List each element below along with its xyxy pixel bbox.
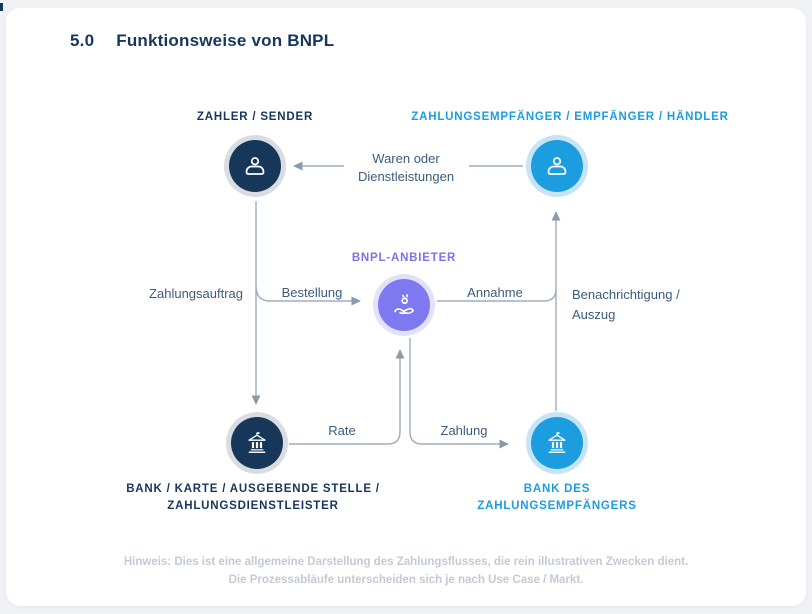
goods-flow-label-line2: Dienstleistungen <box>357 169 455 184</box>
footer-note: Hinweis: Dies ist eine allgemeine Darste… <box>6 553 806 589</box>
footer-note-line2: Die Prozessabläufe unterscheiden sich je… <box>228 574 584 586</box>
payer-node-label: ZAHLER / SENDER <box>196 111 314 123</box>
payee-bank-node-label: BANK DES ZAHLUNGSEMPFÄNGERS <box>407 481 707 515</box>
page-heading: 5.0 Funktionsweise von BNPL <box>70 31 334 51</box>
page-edge-artifact <box>0 3 3 11</box>
notification-flow-label-line2: Auszug <box>572 307 616 322</box>
footer-note-line1: Hinweis: Dies ist eine allgemeine Darste… <box>123 556 689 568</box>
payer-bank-label-line1: BANK / KARTE / AUSGEBENDE STELLE / <box>126 483 380 495</box>
person-icon <box>547 157 567 175</box>
notification-flow-label-line1: Benachrichtigung / <box>572 287 680 302</box>
bank-icon <box>548 432 566 453</box>
page-title: Funktionsweise von BNPL <box>116 31 335 50</box>
payee-node-label: ZAHLUNGSEMPFÄNGER / EMPFÄNGER / HÄNDLER <box>411 111 729 123</box>
person-icon <box>245 157 265 175</box>
payee-bank-node <box>531 417 583 469</box>
hand-coin-icon <box>394 294 415 315</box>
notification-flow-label: Benachrichtigung / Auszug <box>572 285 742 325</box>
payee-node <box>531 140 583 192</box>
section-number: 5.0 <box>70 31 95 50</box>
payment-flow-label: Zahlung <box>440 423 488 438</box>
goods-flow-label: Waren oder Dienstleistungen <box>331 150 481 186</box>
payee-bank-label-line2: ZAHLUNGSEMPFÄNGERS <box>477 500 637 512</box>
payer-bank-label-line2: ZAHLUNGSDIENSTLEISTER <box>167 500 339 512</box>
bnpl-node <box>378 279 430 331</box>
goods-flow-label-line1: Waren oder <box>372 151 440 166</box>
payer-bank-node-label: BANK / KARTE / AUSGEBENDE STELLE / ZAHLU… <box>103 481 403 515</box>
payer-node <box>229 140 281 192</box>
payee-bank-label-line1: BANK DES <box>523 483 591 495</box>
installment-flow-label: Rate <box>328 423 356 438</box>
payer-bank-node <box>231 417 283 469</box>
bank-icon <box>248 432 266 453</box>
bnpl-node-label: BNPL-ANBIETER <box>351 252 457 264</box>
order-flow-label: Bestellung <box>281 285 343 300</box>
acceptance-flow-label: Annahme <box>467 285 523 300</box>
payment-order-flow-label: Zahlungsauftrag <box>149 286 243 301</box>
